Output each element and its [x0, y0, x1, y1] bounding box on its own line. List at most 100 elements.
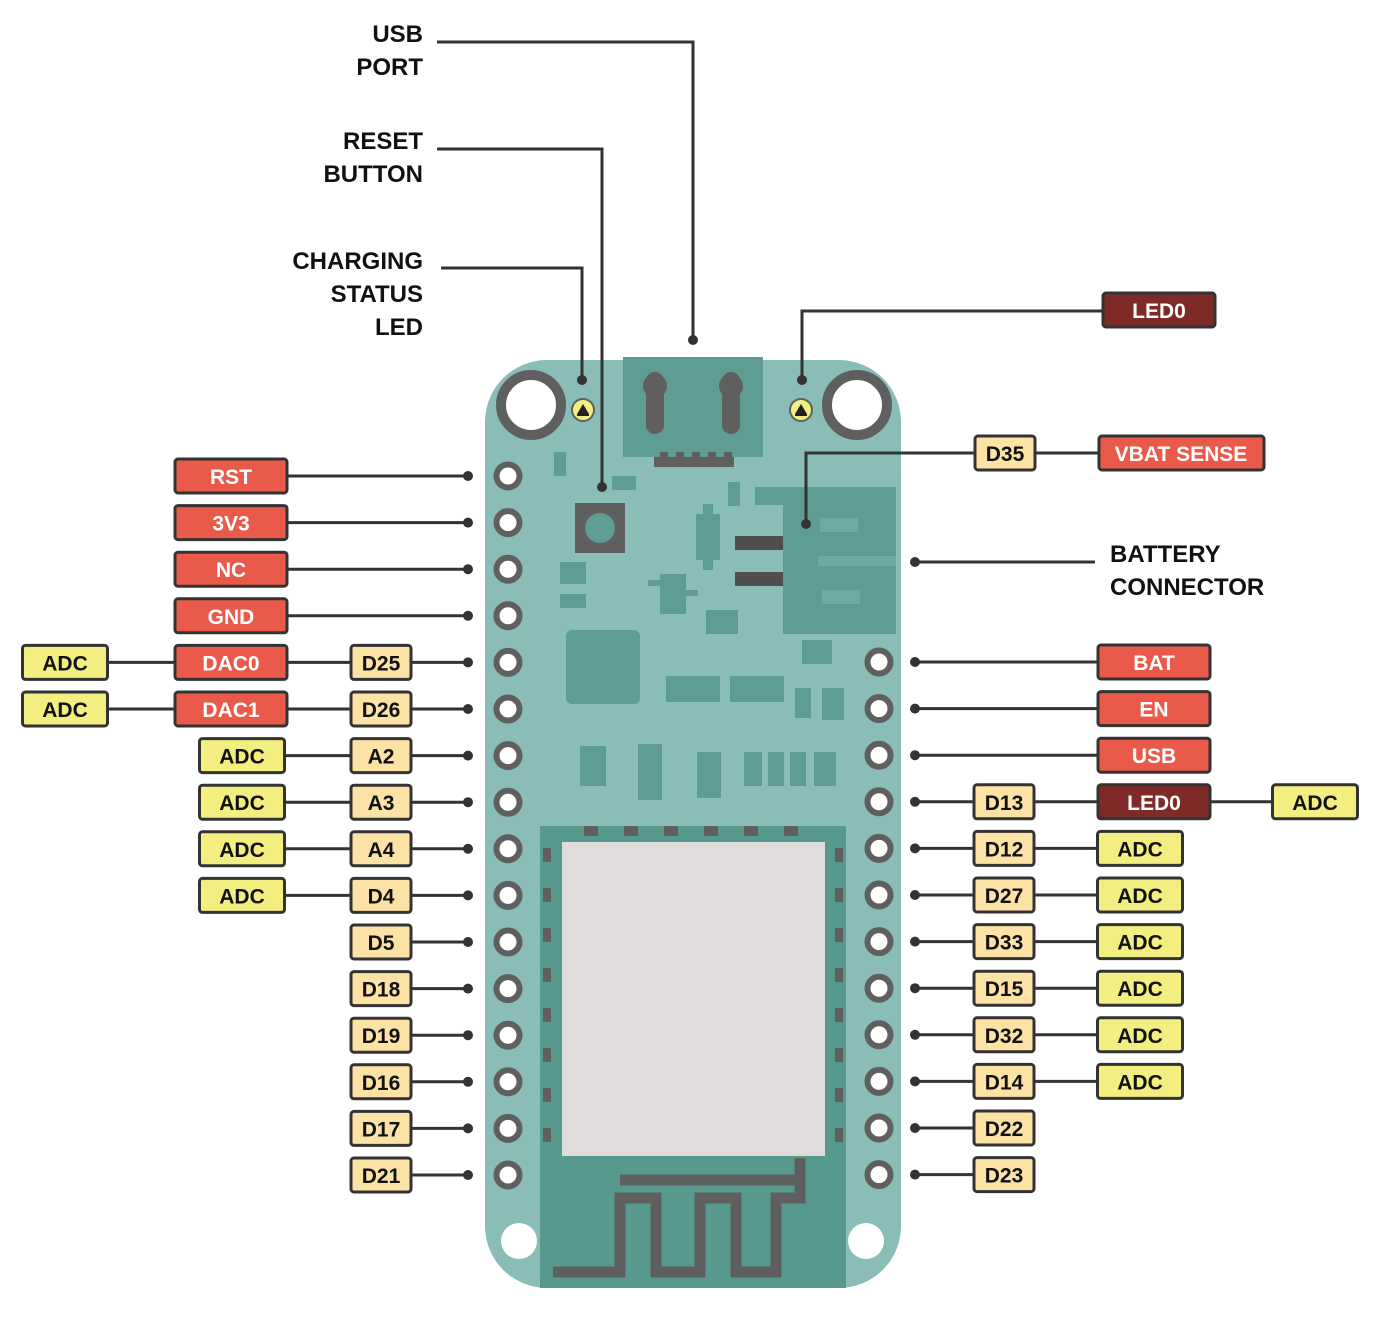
- left-pin-row-d19: D19: [349, 1016, 473, 1054]
- pin-tag-adc: ADC: [42, 652, 88, 675]
- right-pin-row-usb: USB: [910, 736, 1212, 774]
- pin-tag-a4-box: [349, 830, 413, 868]
- pin-tag-gnd-box: [173, 597, 289, 635]
- pin-tag-adc-box: [198, 876, 286, 914]
- left-pad-3v3: [493, 508, 523, 538]
- right-pad-en: [864, 694, 894, 724]
- pin-tag-d12: D12: [985, 838, 1024, 861]
- pin-tag-3v3: 3V3: [212, 513, 249, 536]
- pin-tag-d18-box: [349, 970, 413, 1008]
- pin-tag-adc: ADC: [219, 792, 265, 815]
- pin-tag-adc-box: [1096, 969, 1184, 1007]
- left-pin-labels: RST3V3NCGNDD25DAC0ADCD26DAC1ADCA2ADCA3AD…: [21, 457, 473, 1194]
- left-pad-d5: [493, 927, 523, 957]
- reset-button: [575, 503, 625, 553]
- left-pin-row-d4: D4 ADC: [198, 876, 473, 914]
- mounting-hole-top-left: [496, 370, 566, 440]
- left-pin-row-d17: D17: [349, 1109, 473, 1147]
- pin-tag-adc-box: [1096, 829, 1184, 867]
- pin-tag-nc: NC: [216, 559, 246, 582]
- left-pad-d25: [493, 647, 523, 677]
- pin-tag-d27: D27: [985, 885, 1024, 908]
- left-pad-d19: [493, 1020, 523, 1050]
- callout-reset-button-line2: BUTTON: [323, 161, 423, 188]
- callout-usb-port-line2: PORT: [356, 54, 423, 81]
- pin-tag-d15-box: [972, 969, 1036, 1007]
- callout-battery-connector-line1: BATTERY: [1110, 541, 1221, 568]
- tag-vbat-sense: VBAT SENSE: [1115, 443, 1248, 466]
- pin-tag-d17-box: [349, 1109, 413, 1147]
- right-pad-d23: [864, 1160, 894, 1190]
- pin-tag-d33-box: [972, 923, 1036, 961]
- left-pad-d18: [493, 974, 523, 1004]
- tag-led0-top: LED0: [1132, 300, 1186, 323]
- right-pad-d27: [864, 880, 894, 910]
- pin-tag-a4: A4: [368, 839, 395, 862]
- pin-tag-adc: ADC: [219, 885, 265, 908]
- led0-indicator: [789, 398, 813, 422]
- mounting-hole-bottom-left: [501, 1223, 537, 1259]
- pin-tag-dac1: DAC1: [202, 699, 259, 722]
- mounting-hole-top-right: [822, 370, 892, 440]
- left-pad-d4: [493, 880, 523, 910]
- pin-tag-dac0: DAC0: [202, 652, 259, 675]
- left-pin-row-a4: A4 ADC: [198, 830, 473, 868]
- callout-charging-led-line3: LED: [375, 314, 423, 341]
- smd-components: [554, 452, 844, 800]
- left-pin-row-d16: D16: [349, 1063, 473, 1101]
- pin-tag-d16: D16: [362, 1072, 401, 1095]
- pin-tag-d19-box: [349, 1016, 413, 1054]
- pin-tag-d4: D4: [368, 885, 395, 908]
- pin-tag-d19: D19: [362, 1025, 401, 1048]
- pin-tag-d14-box: [972, 1062, 1036, 1100]
- pin-tag-d26: D26: [362, 699, 401, 722]
- pin-tag-adc-box: [198, 783, 286, 821]
- callout-usb-port-line1: USB: [372, 21, 423, 48]
- pin-tag-adc: ADC: [1117, 1071, 1163, 1094]
- pin-tag-bat: BAT: [1133, 652, 1175, 675]
- esp32-module: [540, 826, 846, 1288]
- pin-tag-en: EN: [1139, 699, 1168, 722]
- pin-tag-adc-box: [1271, 783, 1359, 821]
- left-pad-a4: [493, 834, 523, 864]
- pin-tag-led0: LED0: [1127, 792, 1181, 815]
- pin-tag-d33: D33: [985, 932, 1024, 955]
- mounting-hole-bottom-right: [848, 1223, 884, 1259]
- pin-tag-adc: ADC: [219, 746, 265, 769]
- pin-tag-d4-box: [349, 876, 413, 914]
- pin-tag-led0-box: [1096, 783, 1212, 821]
- right-pad-d32: [864, 1020, 894, 1050]
- callout-vbat-sense: D35 VBAT SENSE: [801, 434, 1266, 529]
- pin-tag-adc: ADC: [1117, 1025, 1163, 1048]
- pin-tag-d22-box: [972, 1109, 1036, 1147]
- pin-tag-d23: D23: [985, 1165, 1024, 1188]
- pin-tag-d27-box: [972, 876, 1036, 914]
- pin-tag-dac1-box: [173, 690, 289, 728]
- pin-tag-adc-box: [1096, 1016, 1184, 1054]
- right-pin-row-bat: BAT: [910, 643, 1212, 681]
- left-pad-d16: [493, 1067, 523, 1097]
- callout-reset-button: RESET BUTTON: [323, 128, 607, 492]
- callout-charging-led-line2: STATUS: [331, 281, 423, 308]
- pin-tag-d26-box: [349, 690, 413, 728]
- pin-tag-d13-box: [972, 783, 1036, 821]
- right-pin-row-d22: D22: [910, 1109, 1036, 1147]
- pin-tag-a2-box: [349, 737, 413, 775]
- pin-tag-adc: ADC: [219, 839, 265, 862]
- pin-tag-adc: ADC: [1117, 978, 1163, 1001]
- feather-board: [485, 357, 901, 1288]
- left-pad-d21: [493, 1160, 523, 1190]
- pin-tag-d16-box: [349, 1063, 413, 1101]
- right-pad-d15: [864, 973, 894, 1003]
- left-pad-gnd: [493, 601, 523, 631]
- left-pin-row-d5: D5: [349, 923, 473, 961]
- right-pin-row-d14: D14 ADC: [910, 1062, 1184, 1100]
- pin-tag-d14: D14: [985, 1071, 1024, 1094]
